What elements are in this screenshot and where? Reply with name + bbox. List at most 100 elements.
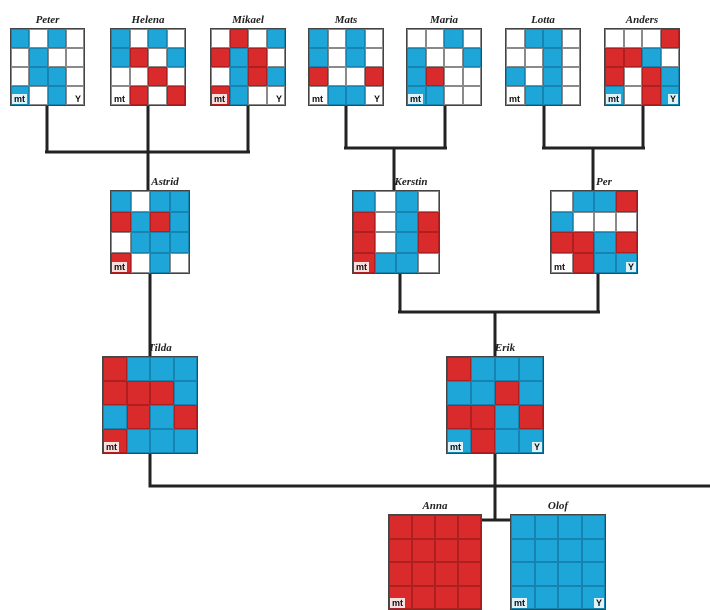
genome-cell — [444, 29, 463, 48]
genome-cell — [551, 191, 573, 212]
mt-marker: mt — [112, 262, 127, 272]
genome-cell — [426, 86, 445, 105]
person-lotta: Lotta mt — [505, 14, 581, 106]
mt-marker: mt — [606, 94, 621, 104]
mt-marker: mt — [112, 94, 127, 104]
genome-cell — [29, 29, 47, 48]
genome-cell — [111, 191, 131, 212]
mt-marker: mt — [104, 442, 119, 452]
genome-cell — [309, 48, 328, 67]
mt-marker: mt — [552, 262, 567, 272]
genome-cell — [535, 562, 559, 586]
genome-cell — [170, 212, 190, 233]
genome-cell — [525, 86, 544, 105]
genome-cell — [48, 67, 66, 86]
genome-cell — [130, 29, 149, 48]
genome-cell — [148, 48, 167, 67]
genome-cell — [111, 48, 130, 67]
genome-cell — [131, 191, 151, 212]
genome-cell — [248, 29, 267, 48]
genome-cell — [519, 381, 543, 405]
genome-cell — [150, 253, 170, 274]
genome-cell — [463, 67, 482, 86]
person-name: Mats — [308, 14, 384, 26]
genome-cell — [562, 29, 581, 48]
genome-cell — [642, 48, 661, 67]
mt-marker: mt — [354, 262, 369, 272]
genome-cell — [418, 232, 440, 253]
genome-cell — [130, 86, 149, 105]
genome-cell — [582, 539, 606, 563]
person-mikael: Mikael mtY — [210, 14, 286, 106]
genome-cell — [642, 67, 661, 86]
mt-marker: mt — [212, 94, 227, 104]
genome-cell — [582, 515, 606, 539]
genome-cell — [511, 515, 535, 539]
genome-cell — [170, 191, 190, 212]
genome-cell — [444, 48, 463, 67]
genome-cell — [412, 562, 435, 586]
genome-cell — [29, 86, 47, 105]
genome-cell — [535, 515, 559, 539]
genome-cell — [150, 191, 170, 212]
genome-cell — [66, 29, 84, 48]
genome-grid: mt — [352, 190, 440, 274]
genome-cell — [130, 67, 149, 86]
person-name: Per — [570, 176, 638, 188]
genome-cell — [150, 381, 174, 405]
genome-cell — [458, 515, 481, 539]
genome-cell — [562, 67, 581, 86]
genome-cell — [573, 253, 595, 274]
genome-cell — [346, 29, 365, 48]
genome-cell — [435, 515, 458, 539]
genome-cell — [174, 429, 198, 453]
genome-cell — [11, 48, 29, 67]
y-marker: Y — [594, 598, 604, 608]
genome-cell — [426, 48, 445, 67]
genome-cell — [506, 67, 525, 86]
genome-cell — [346, 86, 365, 105]
genome-cell — [458, 562, 481, 586]
genome-grid: mt — [388, 514, 482, 610]
genome-cell — [495, 405, 519, 429]
person-name: Mikael — [210, 14, 286, 26]
genome-cell — [167, 29, 186, 48]
genome-cell — [150, 212, 170, 233]
genome-cell — [463, 29, 482, 48]
person-per: Per mtY — [550, 176, 638, 274]
genome-cell — [511, 562, 535, 586]
genome-cell — [506, 48, 525, 67]
genome-cell — [407, 67, 426, 86]
person-name: Astrid — [140, 176, 190, 188]
genome-cell — [661, 48, 680, 67]
person-name: Lotta — [505, 14, 581, 26]
genome-grid: mt — [406, 28, 482, 106]
mt-marker: mt — [512, 598, 527, 608]
genome-cell — [396, 253, 418, 274]
genome-cell — [616, 191, 638, 212]
genome-cell — [131, 253, 151, 274]
genome-cell — [150, 357, 174, 381]
genome-cell — [605, 29, 624, 48]
genome-cell — [418, 253, 440, 274]
genome-cell — [412, 586, 435, 610]
genome-cell — [418, 212, 440, 233]
genome-cell — [211, 67, 230, 86]
person-anders: Anders mtY — [604, 14, 680, 106]
genome-cell — [230, 29, 249, 48]
genome-cell — [248, 48, 267, 67]
mt-marker: mt — [390, 598, 405, 608]
genome-cell — [127, 381, 151, 405]
genome-grid: mt — [102, 356, 198, 454]
person-helena: Helena mt — [110, 14, 186, 106]
genome-cell — [211, 29, 230, 48]
mt-marker: mt — [408, 94, 423, 104]
genome-cell — [447, 357, 471, 381]
genome-grid: mtY — [550, 190, 638, 274]
genome-grid: mtY — [604, 28, 680, 106]
person-name: Anders — [604, 14, 680, 26]
genome-cell — [519, 405, 543, 429]
genome-cell — [616, 232, 638, 253]
genome-cell — [535, 586, 559, 610]
person-name: Kerstin — [382, 176, 440, 188]
